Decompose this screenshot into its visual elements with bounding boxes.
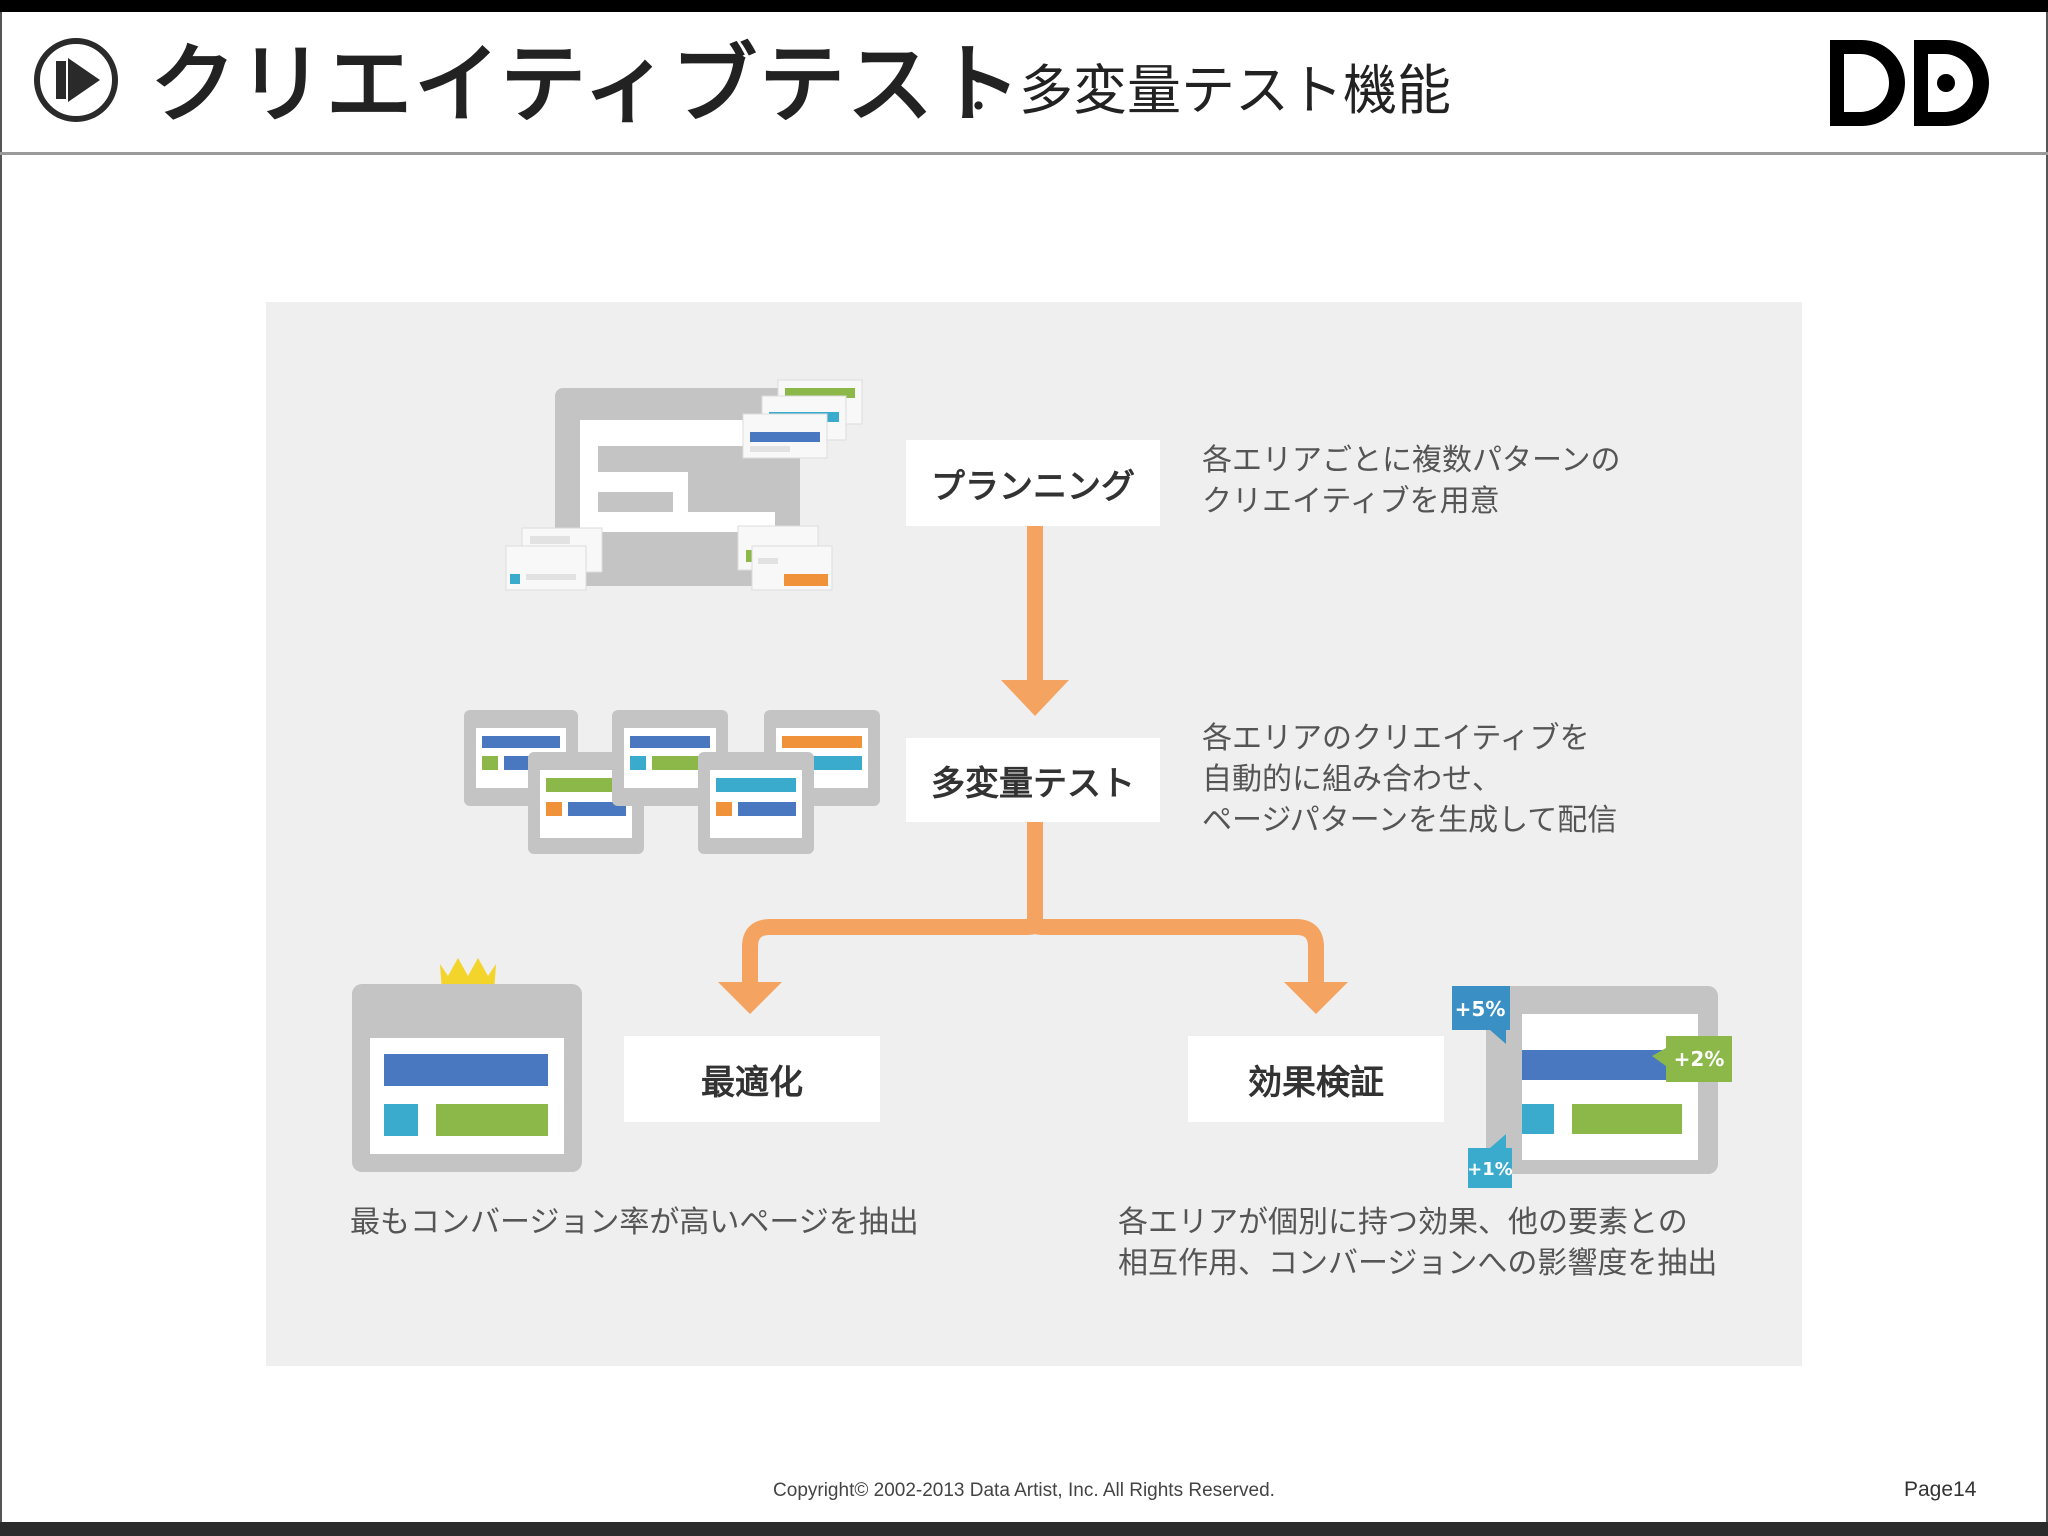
badge-plus1: +1% — [1467, 1134, 1513, 1188]
badge-plus5: +5% — [1452, 986, 1510, 1044]
multivariate-pages-illustration — [464, 710, 880, 854]
header-divider — [0, 152, 2048, 155]
top-border — [0, 0, 2048, 12]
page-number: Page14 — [1904, 1478, 1977, 1501]
right-border — [2046, 12, 2048, 1522]
svg-text:+1%: +1% — [1467, 1159, 1513, 1180]
step-optimize-desc: 最もコンバージョン率が高いページを抽出 — [350, 1205, 919, 1240]
step-verify-label: 効果検証 — [1188, 1036, 1444, 1122]
step-planning-label: プランニング — [906, 440, 1160, 526]
step-multivariate-label: 多変量テスト — [906, 738, 1160, 822]
step-verify-desc: 各エリアが個別に持つ効果、他の要素との 相互作用、コンバージョンへの影響度を抽出 — [1118, 1205, 1718, 1281]
play-circle-icon — [34, 38, 118, 122]
page-subtitle: ：多変量テスト機能 — [965, 59, 1451, 122]
svg-text:+2%: +2% — [1674, 1047, 1725, 1071]
planning-wireframe-illustration — [505, 379, 863, 591]
page-title: クリエイティブテスト — [150, 35, 1024, 135]
crown-icon — [440, 958, 496, 992]
bottom-border — [0, 1522, 2048, 1536]
dp-logo — [1830, 40, 1989, 126]
optimized-page-illustration — [352, 958, 582, 1172]
svg-text:+5%: +5% — [1455, 997, 1506, 1021]
left-border — [0, 12, 2, 1522]
effect-verification-illustration: +5% +2% +1% — [1452, 986, 1732, 1188]
copyright-text: Copyright© 2002-2013 Data Artist, Inc. A… — [773, 1480, 1275, 1501]
step-planning-desc: 各エリアごとに複数パターンの クリエイティブを用意 — [1202, 443, 1621, 519]
badge-plus2: +2% — [1652, 1036, 1732, 1082]
step-multivariate-desc: 各エリアのクリエイティブを 自動的に組み合わせ、 ページパターンを生成して配信 — [1202, 721, 1618, 838]
step-optimize-label: 最適化 — [624, 1036, 880, 1122]
